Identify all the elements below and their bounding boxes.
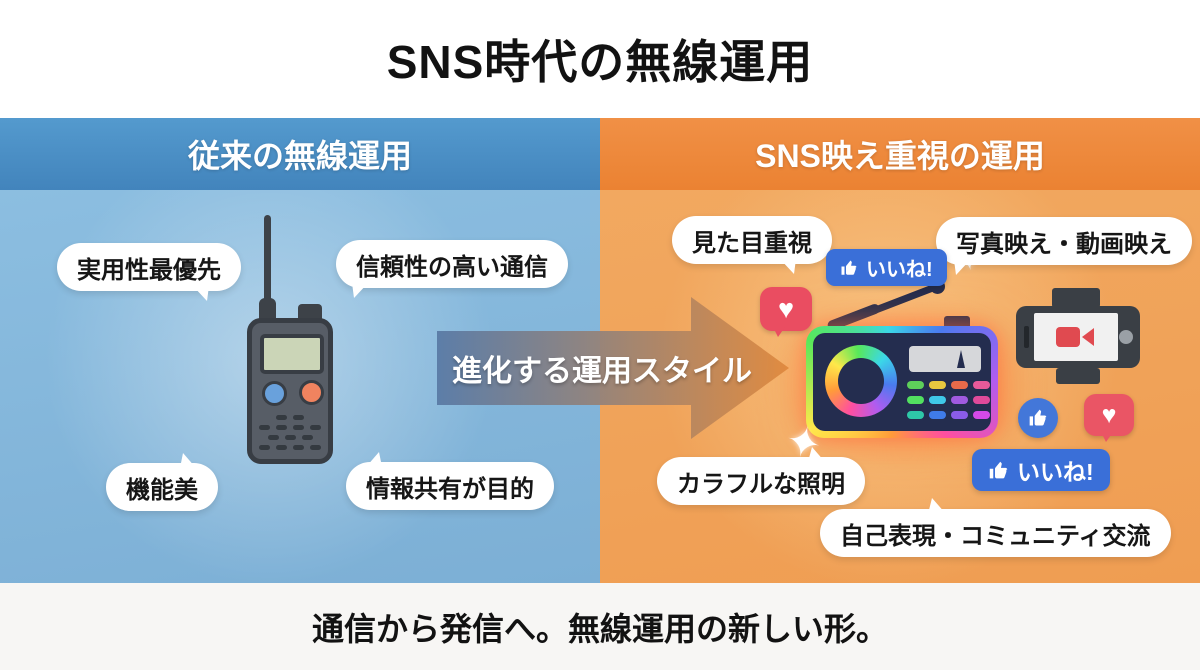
bubble-tail — [193, 286, 209, 304]
panel-traditional-header: 従来の無線運用 — [0, 118, 600, 190]
bubble-appearance: 見た目重視 — [672, 216, 832, 274]
arrow-label: 進化する運用スタイル — [452, 355, 752, 388]
badge-tail — [773, 327, 785, 340]
rgb-radio — [806, 326, 998, 438]
bubble-text: 自己表現・コミュニティ交流 — [840, 522, 1151, 550]
bubble-tail — [180, 450, 196, 468]
bubble-text: 見た目重視 — [692, 229, 812, 257]
like-badge-label: いいね! — [866, 259, 933, 281]
like-badge: いいね! — [972, 449, 1110, 491]
bubble-text: 実用性最優先 — [77, 256, 221, 284]
radio-speaker — [825, 345, 897, 417]
bubble-text: 情報共有が目的 — [366, 475, 534, 503]
thumbs-up-icon — [989, 461, 1008, 478]
rgb-radio-face — [813, 333, 991, 431]
radio-tuning-display — [909, 346, 981, 372]
bubble-functional-beauty: 機能美 — [106, 453, 218, 511]
evolution-arrow — [437, 297, 789, 439]
page-title: SNS時代の無線運用 — [386, 36, 814, 88]
footer-tagline: 通信から発信へ。無線運用の新しい形。 — [0, 583, 1200, 670]
radio-tuning-needle — [957, 350, 965, 368]
badge-tail — [1101, 432, 1113, 445]
bubble-tail — [780, 259, 796, 277]
walkie-talkie-body — [247, 318, 333, 464]
heart-notification-badge: ♥ — [760, 287, 812, 337]
bubble-practicality: 実用性最優先 — [57, 243, 241, 301]
bubble-tail — [808, 444, 825, 462]
heart-icon: ♥ — [777, 293, 795, 324]
thumbs-up-icon — [1029, 409, 1047, 426]
radio-top-knob — [944, 316, 970, 329]
phone-camera-button — [1119, 330, 1133, 344]
phone-mount-top — [1052, 288, 1100, 308]
walkie-talkie-screen — [260, 334, 324, 374]
bubble-tail — [928, 495, 946, 514]
bubble-tail — [352, 283, 368, 301]
bubble-colorful-lighting: カラフルな照明 — [657, 447, 865, 505]
thumbs-up-icon — [841, 260, 857, 275]
walkie-talkie-speaker-grille — [252, 415, 328, 450]
walkie-talkie-orange-button — [299, 380, 324, 405]
phone-screen — [1034, 313, 1118, 361]
bubble-tail — [366, 449, 382, 467]
bubble-text: カラフルな照明 — [677, 470, 845, 498]
bubble-tail — [954, 260, 970, 278]
walkie-talkie-antenna — [264, 215, 271, 327]
bubble-text: 写真映え・動画映え — [956, 230, 1172, 258]
thumb-circle-badge — [1018, 398, 1058, 438]
bubble-photogenic: 写真映え・動画映え — [936, 217, 1192, 275]
bubble-text: 機能美 — [126, 476, 198, 504]
like-badge: いいね! — [826, 249, 947, 286]
radio-buttons — [907, 381, 990, 419]
phone-speaker-slot — [1024, 326, 1029, 348]
bubble-text: 信頼性の高い通信 — [356, 253, 548, 281]
video-camera-icon — [1056, 327, 1094, 347]
like-badge-label: いいね! — [1017, 459, 1094, 485]
smartphone — [1016, 306, 1140, 368]
walkie-talkie-blue-button — [262, 381, 287, 406]
panel-sns-header: SNS映え重視の運用 — [600, 118, 1200, 190]
bubble-info-sharing: 情報共有が目的 — [346, 452, 554, 510]
phone-mount-bottom — [1056, 368, 1100, 384]
walkie-talkie-knob — [298, 304, 322, 322]
bubble-reliable-comms: 信頼性の高い通信 — [336, 240, 568, 298]
heart-notification-badge: ♥ — [1084, 394, 1134, 442]
heart-icon: ♥ — [1101, 400, 1117, 429]
bubble-self-expression: 自己表現・コミュニティ交流 — [820, 498, 1171, 557]
